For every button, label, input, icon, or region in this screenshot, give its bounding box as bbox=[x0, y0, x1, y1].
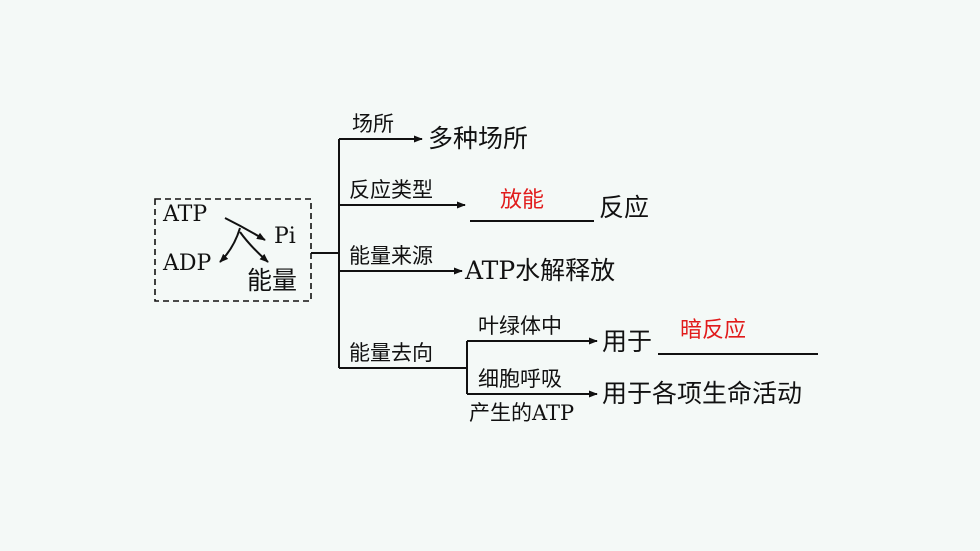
branch-label-destination: 能量去向 bbox=[349, 341, 433, 365]
branch-label-source: 能量来源 bbox=[349, 244, 433, 268]
atp-to-adp-arrow bbox=[219, 227, 241, 263]
branch-target-reaction: 反应 bbox=[599, 193, 650, 222]
branch-label-reaction: 反应类型 bbox=[349, 178, 433, 202]
sub-label-chloroplast: 叶绿体中 bbox=[478, 314, 562, 338]
branch-label-location: 场所 bbox=[352, 112, 394, 136]
energy-text: 能量 bbox=[247, 266, 298, 295]
sub-label-respiration-line1: 细胞呼吸 bbox=[478, 367, 562, 391]
atp-cycle-box bbox=[154, 198, 312, 302]
answer-dark-reaction: 暗反应 bbox=[680, 318, 747, 343]
branch-target-location: 多种场所 bbox=[428, 124, 529, 153]
sub-label-respiration-line2: 产生的ATP bbox=[469, 401, 575, 425]
sub-prefix-chloroplast: 用于 bbox=[602, 327, 653, 356]
sub-target-respiration: 用于各项生命活动 bbox=[602, 379, 803, 408]
atp-text: ATP bbox=[163, 202, 208, 227]
answer-reaction: 放能 bbox=[500, 188, 545, 213]
adp-text: ADP bbox=[163, 251, 212, 276]
atp-to-pi-arrow bbox=[224, 217, 266, 241]
to-energy-arrow bbox=[239, 231, 269, 263]
branch-target-source: ATP水解释放 bbox=[465, 256, 616, 285]
pi-text: Pi bbox=[274, 224, 296, 249]
